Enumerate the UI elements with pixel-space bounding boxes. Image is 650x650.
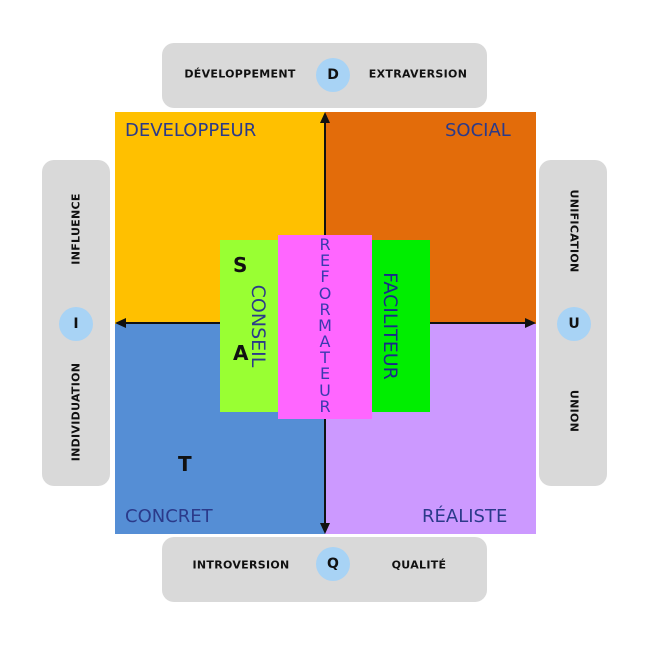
letter-a: A xyxy=(233,341,249,365)
reformateur-letter: M xyxy=(318,315,332,335)
quadrant-label-concret: CONCRET xyxy=(125,506,213,527)
quadrant-label-social: SOCIAL xyxy=(445,120,511,141)
reformateur-letter: R xyxy=(319,235,331,254)
strip-facilitateur-label: FACILITEUR xyxy=(379,272,401,380)
circle-q: Q xyxy=(316,547,350,581)
reformateur-letter: E xyxy=(319,364,331,384)
circle-i: I xyxy=(59,307,93,341)
arrow-left xyxy=(115,318,126,328)
strip-facilitateur: FACILITEUR xyxy=(370,240,430,412)
top-left-label: DÉVELOPPEMENT xyxy=(184,67,296,81)
reformateur-letter: U xyxy=(319,380,331,400)
reformateur-letter: R xyxy=(319,299,331,319)
reformateur-letter: R xyxy=(319,396,331,416)
reformateur-letter: T xyxy=(320,348,330,368)
quadrant-label-developpeur: DEVELOPPEUR xyxy=(125,120,257,141)
reformateur-letter: F xyxy=(320,267,330,287)
bottom-right-label: QUALITÉ xyxy=(391,558,447,572)
arrow-down xyxy=(320,523,330,534)
bottom-left-label: INTROVERSION xyxy=(192,558,290,572)
reformateur-letter: O xyxy=(318,283,332,303)
quadrant-label-realiste: RÉALISTE xyxy=(422,506,508,527)
strip-conseil: CONSEIL xyxy=(220,240,280,412)
letter-s: S xyxy=(233,253,248,277)
reformateur-letter: A xyxy=(319,332,331,352)
reformateur-letter: E xyxy=(319,251,331,271)
letter-t: T xyxy=(178,452,192,476)
top-right-label: EXTRAVERSION xyxy=(368,67,468,81)
circle-d: D xyxy=(316,58,350,92)
circle-u: U xyxy=(557,307,591,341)
strip-conseil-label: CONSEIL xyxy=(247,284,269,368)
arrow-up xyxy=(320,112,330,123)
arrow-right xyxy=(525,318,536,328)
